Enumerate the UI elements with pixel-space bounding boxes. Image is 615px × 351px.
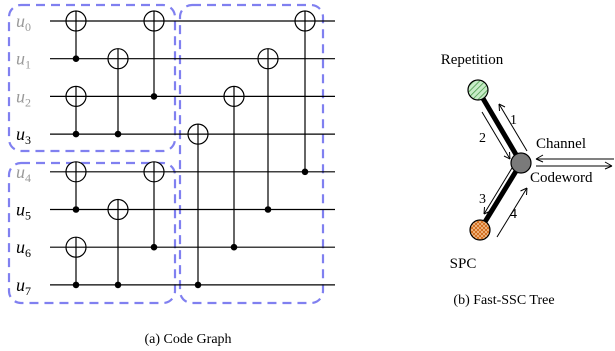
control-dot [264, 206, 272, 213]
tree-edge-bottom [477, 160, 524, 233]
xor-gate-2-6 [223, 85, 245, 251]
row-label-u7: u7 [16, 275, 31, 298]
control-dot [230, 243, 238, 251]
xor-gate-4-6 [143, 161, 165, 251]
arrow-edge-3 [483, 167, 513, 215]
control-dot [301, 168, 309, 176]
xor-gate-0-2 [143, 10, 165, 100]
root-node [510, 152, 532, 174]
control-dot [72, 206, 80, 213]
row-label-u4: u4 [16, 162, 31, 185]
code-graph-wires [50, 20, 335, 286]
control-dot [150, 93, 158, 100]
control-dot [72, 281, 80, 289]
edge-number-2: 2 [479, 131, 486, 146]
spc-node [469, 219, 491, 241]
control-dot [72, 55, 80, 62]
channel-label: Channel [536, 136, 586, 152]
grouping-boxes [7, 3, 325, 305]
code-graph-caption: (a) Code Graph [144, 332, 231, 347]
repetition-node [467, 79, 489, 101]
xor-gate-0-4 [294, 10, 316, 176]
row-label-u5: u5 [16, 200, 31, 223]
spc-label: SPC [450, 256, 477, 272]
xor-gate-3-7 [187, 123, 209, 289]
control-dot [114, 130, 122, 138]
group-box-right [178, 3, 325, 305]
fast-ssc-tree: 1 2 3 4 Repetition Channel Codeword SPC … [441, 52, 614, 308]
edge-number-1: 1 [510, 113, 517, 128]
edge-number-4: 4 [510, 207, 517, 222]
code-graph-xor-gates [65, 10, 316, 289]
xor-gate-1-3 [107, 48, 129, 138]
control-dot [194, 281, 202, 289]
arrow-edge-4 [496, 187, 528, 238]
row-label-u3: u3 [16, 124, 31, 147]
group-box-bottom-left [7, 161, 177, 305]
channel-double-arrow [535, 154, 614, 170]
xor-gate-5-7 [107, 198, 129, 289]
arrow-edge-1 [498, 103, 528, 152]
xor-gate-2-3 [65, 85, 87, 138]
codeword-label: Codeword [530, 170, 593, 186]
tree-caption: (b) Fast-SSC Tree [453, 293, 554, 308]
control-dot [114, 281, 122, 289]
tree-edge-top [475, 87, 524, 166]
row-label-u6: u6 [16, 237, 31, 260]
row-label-u1: u1 [16, 49, 31, 72]
control-dot [150, 243, 158, 251]
xor-gate-4-5 [65, 161, 87, 213]
repetition-label: Repetition [441, 52, 504, 68]
arrow-edge-2 [481, 111, 511, 160]
row-label-u0: u0 [16, 11, 31, 34]
xor-gate-0-1 [65, 10, 87, 62]
edge-number-3: 3 [479, 192, 486, 207]
row-label-u2: u2 [16, 86, 31, 109]
xor-gate-1-5 [257, 48, 279, 213]
xor-gate-6-7 [65, 236, 87, 289]
control-dot [72, 130, 80, 138]
code-graph-row-labels: u0 u1 u2 u3 u4 u5 u6 u7 [16, 11, 31, 298]
